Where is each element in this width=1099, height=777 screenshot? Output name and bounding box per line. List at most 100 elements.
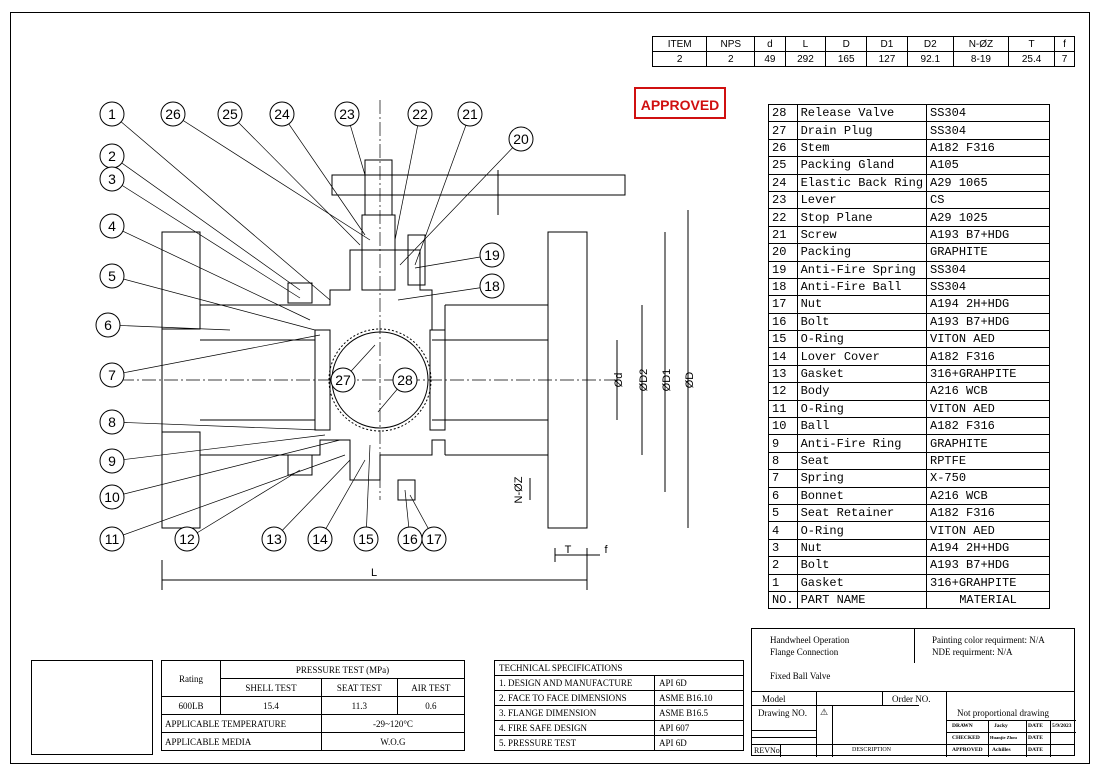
bom-no: 17 (768, 295, 798, 314)
balloon-label-25: 25 (222, 106, 238, 122)
bom-no: 9 (768, 434, 798, 453)
bom-part: Nut (796, 295, 928, 314)
balloon-label-3: 3 (108, 171, 116, 187)
balloon-10 (99, 484, 125, 510)
drawn-date-label: DATE (1028, 723, 1043, 729)
balloon-label-12: 12 (179, 531, 195, 547)
dim-header-4: D (825, 36, 868, 52)
bom-material: A182 F316 (926, 347, 1050, 366)
balloon-label-26: 26 (165, 106, 181, 122)
bom-no: 26 (768, 138, 798, 158)
balloon-label-24: 24 (274, 106, 290, 122)
model-label: Model (762, 694, 786, 704)
drawn-label: DRAWN (952, 723, 973, 729)
bom-no: 4 (768, 521, 798, 540)
bom-part: Spring (796, 469, 928, 488)
bom-no: 20 (768, 243, 798, 262)
air-test-header: AIR TEST (396, 678, 466, 697)
rating-label: Rating (161, 660, 221, 697)
bom-material: A193 B7+HDG (926, 312, 1050, 332)
balloon-6 (95, 312, 121, 338)
bom-material: GRAPHITE (926, 243, 1050, 262)
shell-test-value: 15.4 (220, 696, 322, 715)
dim-header-6: D2 (906, 36, 954, 52)
bom-part: Lover Cover (796, 347, 928, 366)
dim-value-4: 165 (825, 51, 868, 67)
checked-label: CHECKED (952, 735, 980, 741)
dim-header-0: ITEM (651, 36, 708, 52)
rating-value: 600LB (161, 696, 221, 715)
approved-stamp: APPROVED (634, 87, 726, 119)
balloon-19 (479, 242, 505, 268)
bom-part: Anti-Fire Ball (796, 277, 928, 297)
bom-part: Drain Plug (796, 121, 928, 140)
dim-header-3: L (784, 36, 827, 52)
bom-part: Stop Plane (796, 208, 928, 227)
balloon-17 (421, 526, 447, 552)
bom-material: A182 F316 (926, 417, 1050, 436)
bom-part: Release Valve (796, 103, 928, 123)
balloon-25 (217, 101, 243, 127)
tech-spec-value: API 607 (654, 720, 744, 736)
seat-test-header: SEAT TEST (320, 678, 398, 697)
dim-value-3: 292 (784, 51, 827, 67)
dim-label-D: ØD (684, 372, 696, 389)
bom-no: 18 (768, 277, 798, 297)
seat-test-value: 11.3 (320, 696, 398, 715)
bom-material: A194 2H+HDG (926, 295, 1050, 314)
dim-value-9: 7 (1054, 51, 1075, 67)
balloon-label-14: 14 (312, 531, 328, 547)
balloon-8 (99, 409, 125, 435)
order-label: Order NO. (892, 694, 931, 704)
warning-icon: ⚠ (820, 707, 829, 717)
bom-material: A216 WCB (926, 486, 1050, 505)
dim-label-L: L (371, 567, 377, 579)
dim-label-f: f (604, 544, 608, 556)
dim-label-d: Ød (613, 373, 625, 388)
title-block: Handwheel Operation Flange Connection Pa… (751, 628, 1076, 757)
balloon-7 (99, 362, 125, 388)
balloon-label-15: 15 (358, 531, 374, 547)
bom-no: 7 (768, 469, 798, 488)
bom-part: Packing (796, 243, 928, 262)
bom-material: A193 B7+HDG (926, 225, 1050, 245)
logo-box (31, 660, 153, 755)
bom-part: Anti-Fire Ring (796, 434, 928, 453)
dim-value-6: 92.1 (906, 51, 954, 67)
media-value: W.O.G (320, 732, 466, 751)
bom-material: A182 F316 (926, 503, 1050, 523)
bom-no: 8 (768, 451, 798, 471)
bom-no: 16 (768, 312, 798, 332)
balloon-label-13: 13 (266, 531, 282, 547)
bom-material: X-750 (926, 469, 1050, 488)
bom-material: SS304 (926, 121, 1050, 140)
drawing-no-label: Drawing NO. (758, 708, 807, 718)
drawn-name: Jacky (994, 723, 1008, 729)
balloon-5 (99, 263, 125, 289)
bom-part: Bolt (796, 312, 928, 332)
balloon-label-1: 1 (108, 106, 116, 122)
balloon-label-23: 23 (339, 106, 355, 122)
bom-material: SS304 (926, 103, 1050, 123)
bom-part: Bolt (796, 556, 928, 575)
balloon-15 (353, 526, 379, 552)
operation-text: Handwheel Operation (770, 635, 850, 645)
bom-part: Elastic Back Ring (796, 173, 928, 192)
